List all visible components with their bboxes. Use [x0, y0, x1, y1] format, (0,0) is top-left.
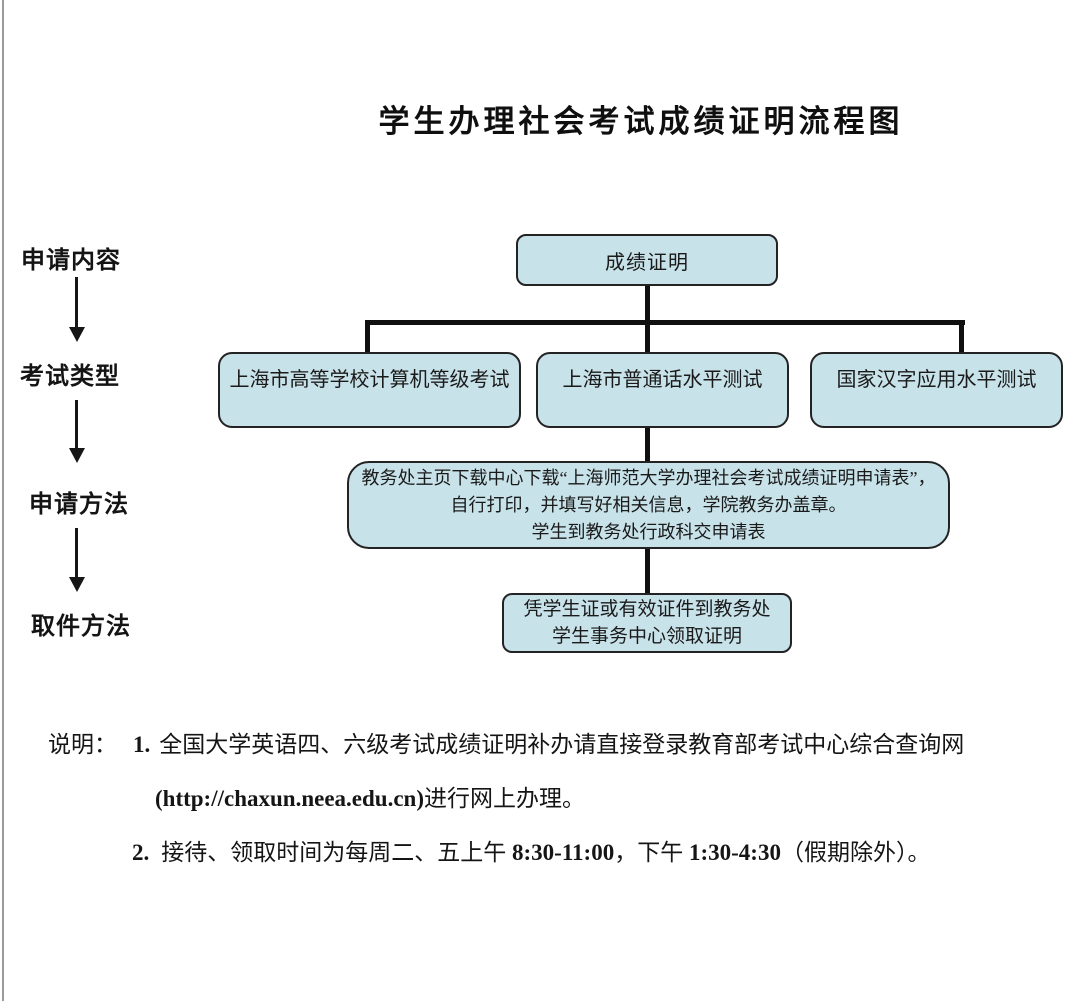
left-border-rule — [2, 0, 4, 1001]
arrow-shaft — [75, 277, 78, 327]
note-2-number: 2. — [132, 840, 150, 865]
connector-apply-to-pickup — [645, 548, 650, 595]
note-1-text-rest: 进行网上办理。 — [424, 786, 585, 811]
note-2-text: 接待、领取时间为每周二、五上午 — [161, 840, 512, 865]
connector-drop-middle — [645, 322, 650, 354]
down-arrow-icon — [68, 277, 85, 342]
flow-box-computer-exam: 上海市高等学校计算机等级考试 — [218, 352, 521, 428]
flow-box-putonghua-test: 上海市普通话水平测试 — [536, 352, 789, 428]
flow-box-score-certificate: 成绩证明 — [516, 234, 778, 286]
flow-box-label: 成绩证明 — [605, 251, 689, 274]
flow-box-application-method: 教务处主页下载中心下载“上海师范大学办理社会考试成绩证明申请表”， 自行打印，并… — [347, 461, 950, 549]
connector-exam-to-apply — [645, 427, 650, 463]
note-line-2: (http://chaxun.neea.edu.cn)进行网上办理。 — [155, 786, 585, 811]
note-1-url: (http://chaxun.neea.edu.cn) — [155, 786, 424, 811]
note-2-time-afternoon: 1:30-4:30 — [688, 840, 781, 865]
flow-box-hanzi-test: 国家汉字应用水平测试 — [810, 352, 1063, 428]
flow-box-label: 上海市高等学校计算机等级考试 — [229, 369, 510, 391]
connector-drop-left — [365, 322, 370, 354]
pickup-line-2: 学生事务中心领取证明 — [551, 626, 742, 647]
connector-horizontal — [365, 320, 965, 325]
apply-line-3: 学生到教务处行政科交申请表 — [531, 521, 766, 542]
flow-box-pickup-method: 凭学生证或有效证件到教务处 学生事务中心领取证明 — [502, 593, 792, 653]
page-title: 学生办理社会考试成绩证明流程图 — [378, 104, 904, 139]
arrow-head — [68, 448, 85, 463]
stage-label-application-content: 申请内容 — [21, 248, 121, 274]
arrow-shaft — [75, 528, 78, 577]
note-1-number: 1. — [133, 732, 151, 757]
note-1-text: 全国大学英语四、六级考试成绩证明补办请直接登录教育部考试中心综合查询网 — [159, 732, 965, 757]
note-line-1: 说明： 1. 全国大学英语四、六级考试成绩证明补办请直接登录教育部考试中心综合查询网 — [48, 732, 964, 757]
notes-label: 说明： — [48, 732, 117, 757]
flow-box-label: 国家汉字应用水平测试 — [836, 369, 1037, 391]
note-2-time-morning: 8:30-11:00 — [512, 840, 615, 865]
flow-box-label: 上海市普通话水平测试 — [562, 369, 763, 391]
apply-line-1: 教务处主页下载中心下载“上海师范大学办理社会考试成绩证明申请表”， — [361, 467, 936, 488]
arrow-head — [68, 327, 85, 342]
note-2-text: ，下午 — [614, 840, 689, 865]
connector-drop-right — [959, 322, 964, 354]
note-line-3: 2. 接待、领取时间为每周二、五上午 8:30-11:00，下午 1:30-4:3… — [132, 840, 930, 865]
apply-line-2: 自行打印，并填写好相关信息，学院教务办盖章。 — [450, 494, 847, 515]
stage-label-application-method: 申请方法 — [29, 492, 129, 518]
connector-top-vertical — [645, 284, 650, 322]
arrow-shaft — [75, 400, 78, 448]
stage-label-exam-type: 考试类型 — [20, 364, 120, 390]
down-arrow-icon — [68, 528, 85, 592]
arrow-head — [68, 577, 85, 592]
pickup-line-1: 凭学生证或有效证件到教务处 — [523, 599, 771, 620]
down-arrow-icon — [68, 400, 85, 463]
note-2-text: （假期除外）。 — [780, 840, 931, 865]
stage-label-pickup-method: 取件方法 — [31, 614, 131, 640]
